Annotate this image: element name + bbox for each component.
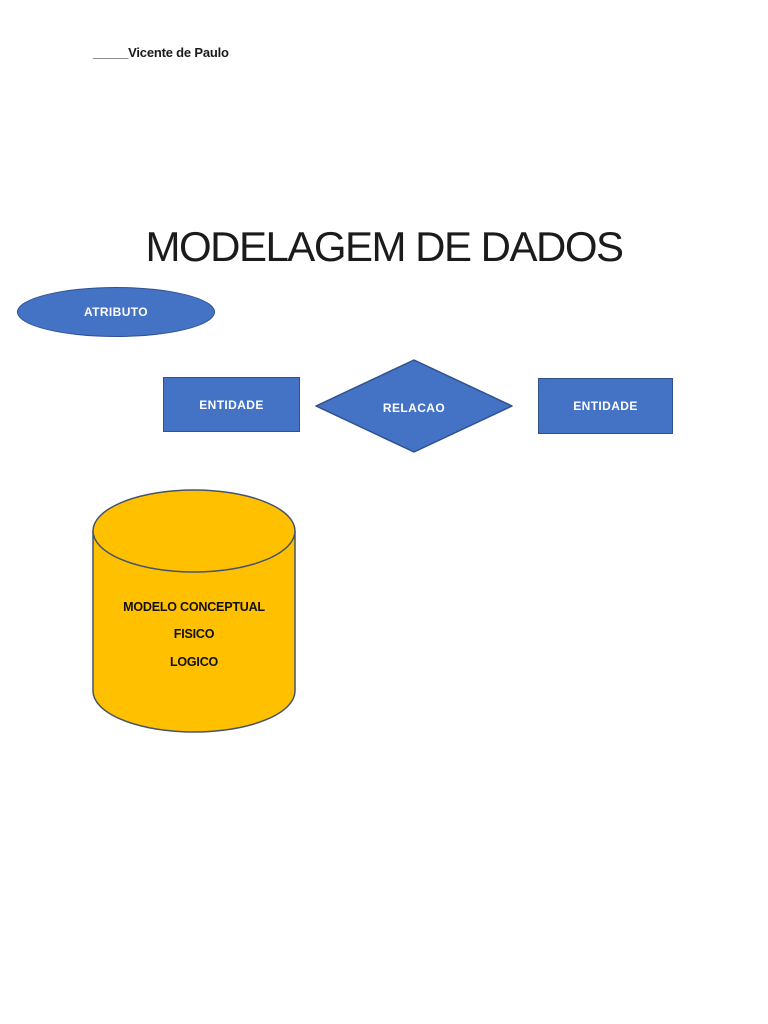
attribute-ellipse: ATRIBUTO bbox=[17, 287, 215, 337]
cylinder-svg bbox=[92, 489, 296, 733]
cylinder-body-shape bbox=[92, 531, 296, 733]
model-cylinder bbox=[91, 488, 297, 736]
entity-right-label: ENTIDADE bbox=[573, 399, 638, 413]
header-author-name: _____Vicente de Paulo bbox=[93, 45, 229, 60]
relation-diamond: RELACAO bbox=[314, 358, 514, 454]
attribute-label: ATRIBUTO bbox=[83, 305, 149, 319]
relation-diamond-svg bbox=[315, 359, 513, 453]
cylinder-line-fisico: FISICO bbox=[173, 627, 215, 641]
relation-label: RELACAO bbox=[382, 400, 446, 415]
entity-left-label: ENTIDADE bbox=[199, 397, 264, 412]
cylinder-top-shape bbox=[92, 489, 296, 573]
relation-diamond-shape bbox=[315, 359, 513, 453]
page-title: MODELAGEM DE DADOS bbox=[145, 223, 624, 270]
entity-left-box: ENTIDADE bbox=[163, 377, 300, 432]
entity-right-box: ENTIDADE bbox=[538, 378, 673, 434]
cylinder-line-modelo-conceptual: MODELO CONCEPTUAL bbox=[123, 600, 265, 614]
cylinder-line-logico: LOGICO bbox=[169, 655, 219, 669]
